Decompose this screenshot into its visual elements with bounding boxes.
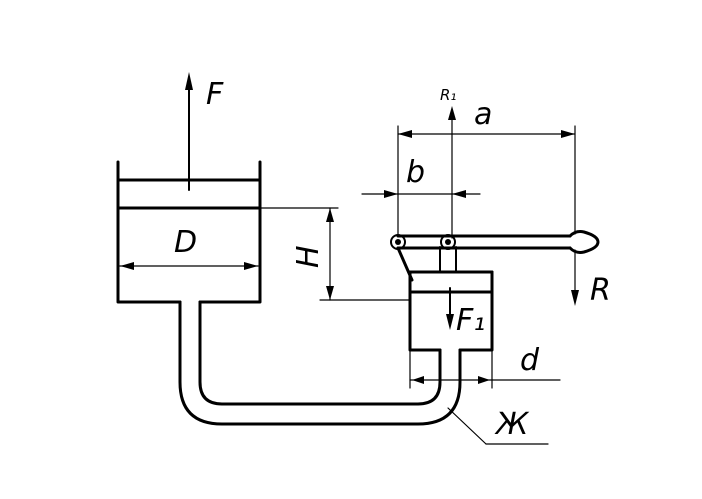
dimension-d-large-label: D [174,225,197,260]
lever [396,230,600,282]
dimension-d-large [119,262,259,270]
liquid-leader [447,407,549,445]
force-f1-arrow [446,287,454,330]
force-r1-arrow [448,106,456,239]
dimension-b [361,190,481,198]
dimension-b-label: b [406,155,425,190]
dimension-d-small-label: d [520,343,540,378]
force-r-arrow [571,249,579,306]
dimension-a-label: a [474,97,492,132]
pivot-joints [390,234,456,250]
liquid-label: Ж [494,407,530,442]
piston-rods [439,246,457,273]
dimension-a [397,125,576,235]
dimension-h [259,207,411,301]
force-r1-label: R₁ [440,86,456,104]
force-f1-label: F₁ [456,303,485,338]
dimension-d-small [409,349,561,389]
force-r-label: R [590,273,611,308]
dimension-h-label: H [291,245,326,268]
force-f-label: F [206,77,224,112]
connecting-pipe [178,300,462,426]
force-f-arrow [185,72,193,191]
